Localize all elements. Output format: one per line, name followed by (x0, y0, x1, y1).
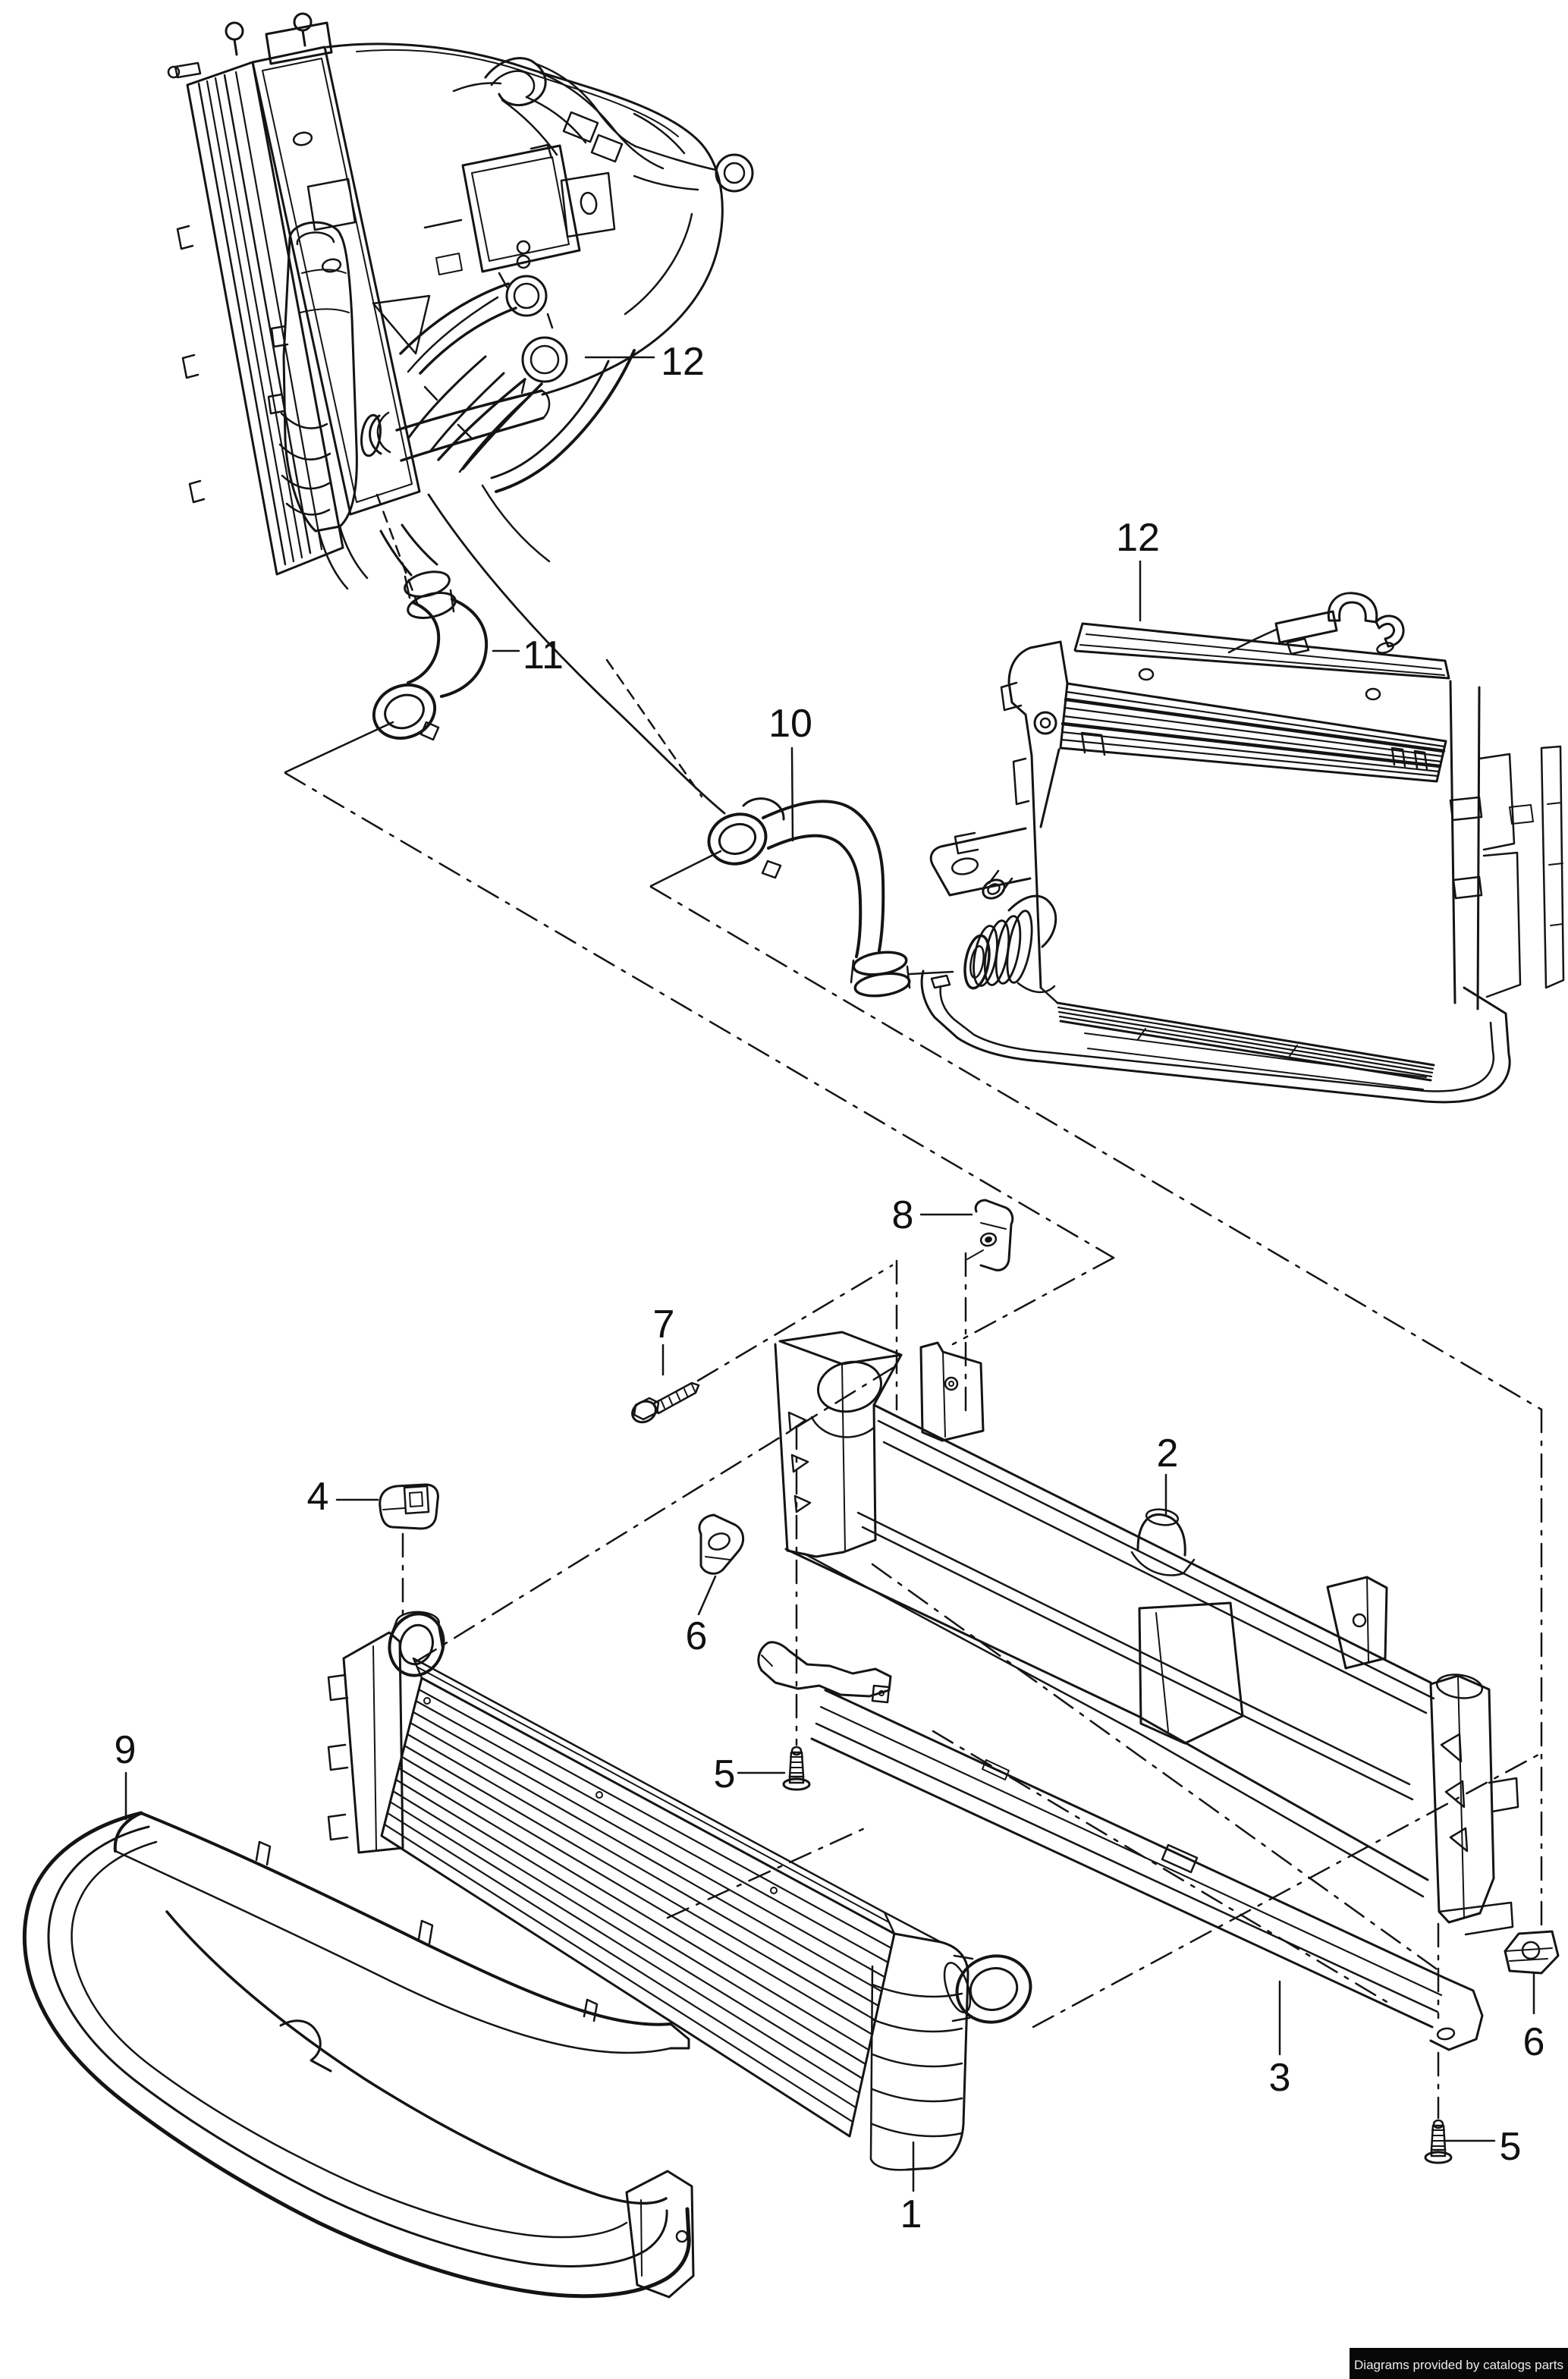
svg-text:2: 2 (1157, 1431, 1179, 1475)
svg-text:9: 9 (115, 1728, 137, 1772)
svg-text:6: 6 (686, 1614, 708, 1658)
svg-text:12: 12 (1116, 516, 1160, 560)
svg-text:11: 11 (523, 633, 564, 677)
svg-text:3: 3 (1269, 2056, 1291, 2100)
svg-text:10: 10 (768, 702, 812, 746)
svg-text:4: 4 (307, 1475, 329, 1519)
svg-text:12: 12 (661, 340, 705, 384)
svg-text:6: 6 (1523, 2020, 1545, 2064)
svg-text:Diagrams provided by catalogs: Diagrams provided by catalogs parts (1354, 2358, 1563, 2372)
svg-text:7: 7 (653, 1303, 675, 1347)
svg-text:5: 5 (714, 1752, 736, 1796)
svg-text:1: 1 (900, 2192, 922, 2236)
svg-text:8: 8 (892, 1193, 914, 1237)
svg-text:5: 5 (1500, 2125, 1522, 2169)
